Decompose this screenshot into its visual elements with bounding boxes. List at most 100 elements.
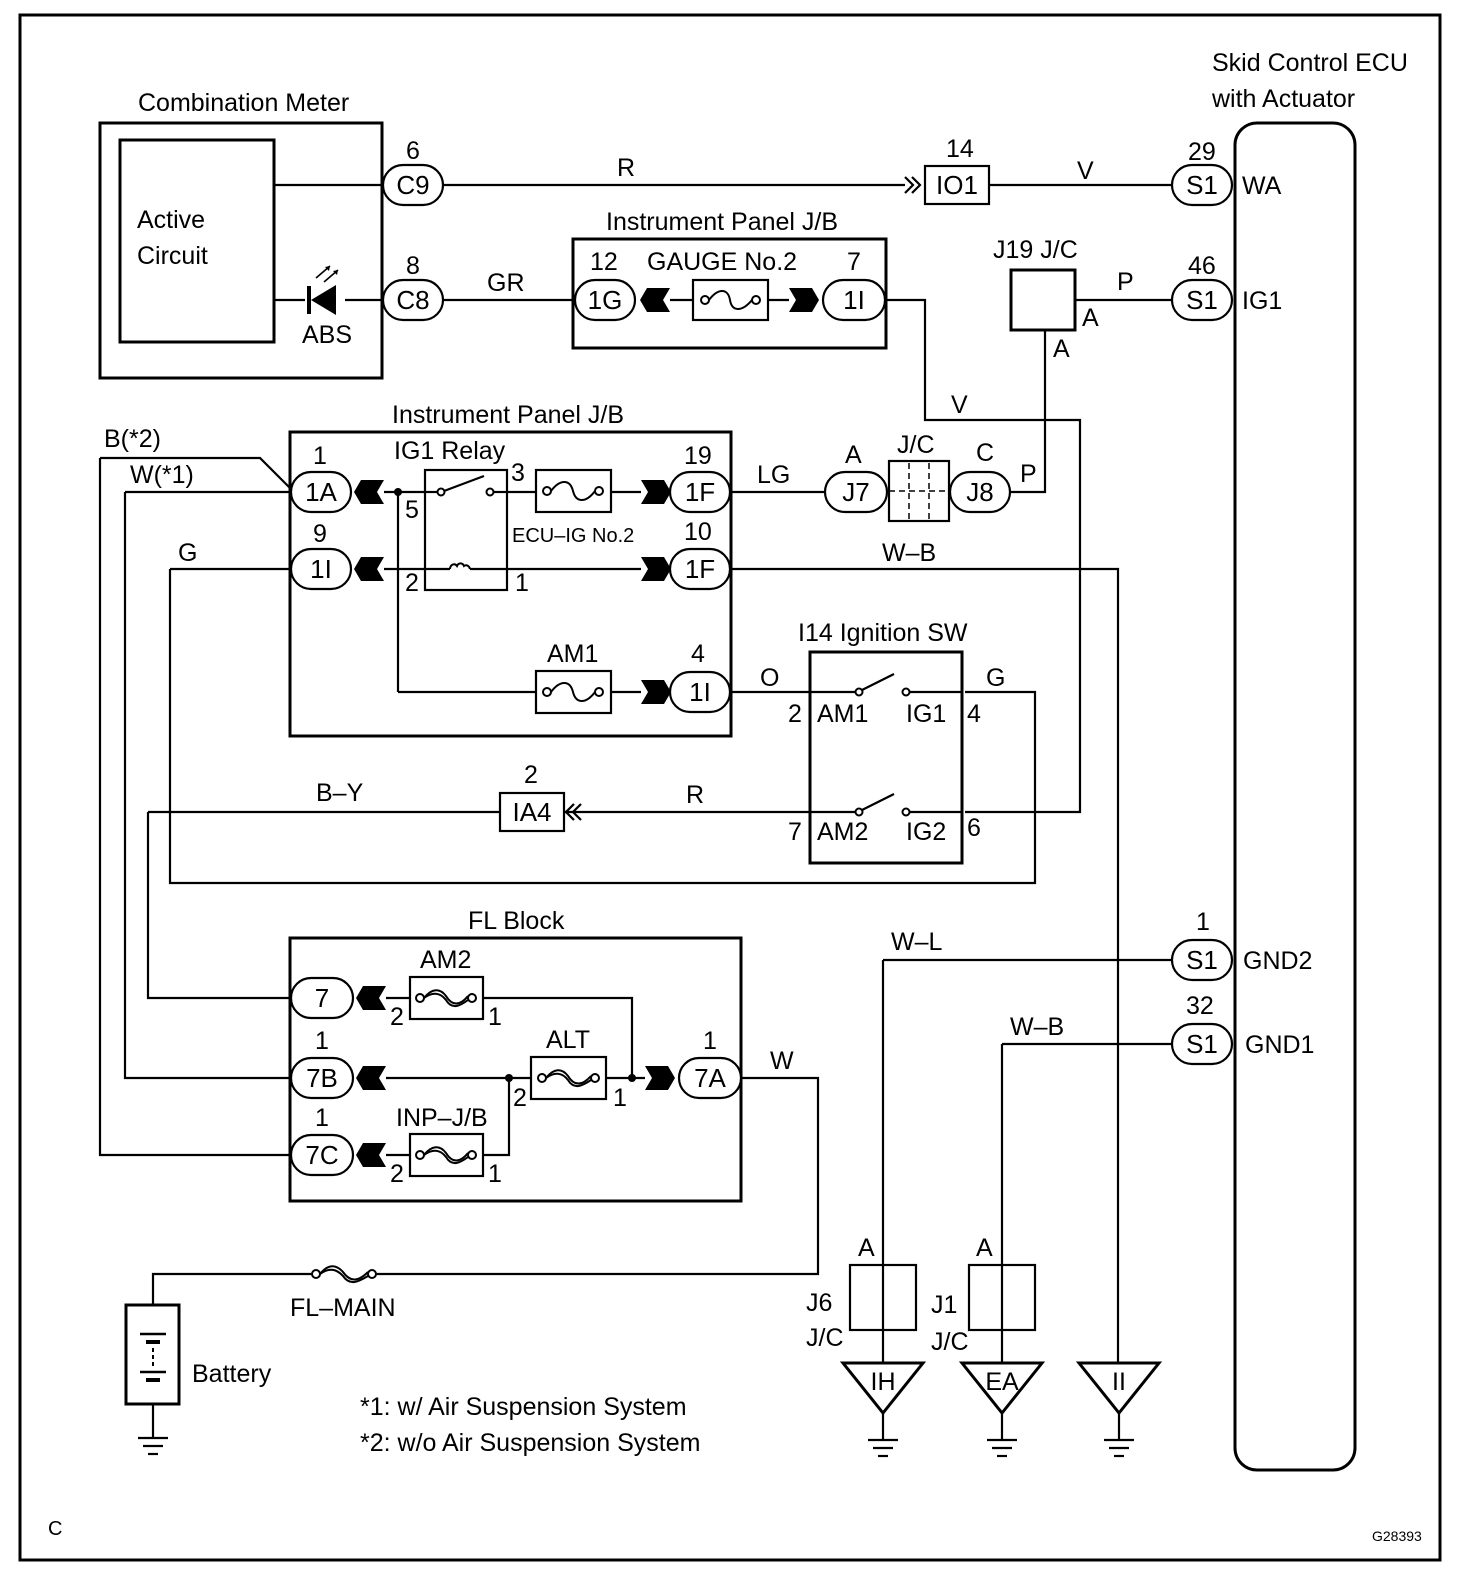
svg-text:7: 7	[847, 248, 861, 276]
ecu-terminal-wa: 29 S1 WA	[1170, 138, 1282, 207]
ground-ii: II	[1075, 1361, 1163, 1458]
ig1-relay-icon	[423, 468, 509, 592]
svg-text:C9: C9	[396, 170, 429, 200]
wire-label-v-mid: V	[951, 391, 968, 419]
svg-text:1F: 1F	[685, 554, 715, 584]
fl-block-label: FL Block	[468, 907, 565, 935]
note-2: *2: w/o Air Suspension System	[360, 1429, 700, 1457]
svg-text:4: 4	[691, 640, 705, 668]
svg-text:19: 19	[684, 442, 712, 470]
active-circuit-label-2: Circuit	[137, 242, 208, 270]
connector-c9: 6 C9	[381, 137, 445, 207]
svg-text:7: 7	[315, 983, 329, 1013]
svg-text:1: 1	[313, 442, 327, 470]
svg-text:S1: S1	[1186, 1029, 1218, 1059]
j1-jc-label: J/C	[931, 1328, 969, 1356]
svg-text:1: 1	[515, 569, 529, 597]
corner-letter: C	[48, 1518, 62, 1540]
svg-text:32: 32	[1186, 992, 1214, 1020]
wire-label-o: O	[760, 664, 779, 692]
instrument-panel-jb-main: Instrument Panel J/B IG1 Relay 1 1A 9 1I…	[288, 401, 733, 738]
battery-label: Battery	[192, 1360, 272, 1388]
svg-text:2: 2	[788, 700, 802, 728]
abs-warning-led-icon	[307, 265, 339, 315]
svg-text:A: A	[1053, 335, 1070, 363]
svg-text:1I: 1I	[689, 677, 711, 707]
svg-text:1I: 1I	[843, 285, 865, 315]
svg-text:1: 1	[488, 1003, 502, 1031]
signal-gnd2: GND2	[1243, 947, 1312, 975]
svg-text:2: 2	[390, 1003, 404, 1031]
signal-ig1: IG1	[1242, 287, 1282, 315]
connector-c8: 8 C8	[381, 252, 445, 322]
svg-text:2: 2	[405, 569, 419, 597]
ground-ea: EA	[958, 1361, 1046, 1458]
ground-icon	[868, 1438, 898, 1458]
svg-text:5: 5	[405, 496, 419, 524]
wire-label-v-top: V	[1077, 157, 1094, 185]
junction-j19: J19 J/C A A	[993, 236, 1099, 363]
ecu-terminal-gnd1: 32 S1 GND1	[1170, 992, 1314, 1066]
wire-label-g-sw: G	[986, 664, 1005, 692]
combination-meter-label: Combination Meter	[138, 89, 349, 117]
wire-label-w-fl: W	[770, 1047, 794, 1075]
wire-label-wl: W–L	[891, 928, 943, 956]
wire-label-lg: LG	[757, 461, 790, 489]
svg-text:1: 1	[1196, 908, 1210, 936]
connector-ia4: 2 IA4	[498, 761, 582, 833]
wire-label-g-left: G	[178, 539, 197, 567]
skid-control-ecu: Skid Control ECU with Actuator	[1211, 49, 1408, 1472]
svg-text:S1: S1	[1186, 285, 1218, 315]
junction-j1: A J1 J/C	[931, 1234, 1037, 1356]
wires	[98, 183, 1172, 1365]
wire-label-wb-gnd: W–B	[1010, 1013, 1064, 1041]
svg-text:10: 10	[684, 518, 712, 546]
svg-text:29: 29	[1188, 138, 1216, 166]
svg-text:9: 9	[313, 520, 327, 548]
ecu-terminal-ig1: 46 S1 IG1	[1170, 252, 1282, 322]
ground-ih: IH	[839, 1361, 927, 1458]
ip-jb-top-label: Instrument Panel J/B	[606, 208, 838, 236]
svg-text:1: 1	[613, 1084, 627, 1112]
ecu-title-2: with Actuator	[1211, 85, 1355, 113]
fl-block: FL Block 7 AM2 2 1 1 7B ALT	[288, 907, 743, 1203]
svg-text:1: 1	[315, 1027, 329, 1055]
svg-text:12: 12	[590, 248, 618, 276]
combination-meter: Combination Meter Active Circuit ABS	[98, 89, 384, 380]
ecu-ig-no2-fuse-icon	[534, 468, 613, 514]
wire-label-gr: GR	[487, 269, 525, 297]
junction-j7-j8: A J7 J/C C J8	[823, 431, 1012, 523]
wire-label-r-top: R	[617, 154, 635, 182]
svg-text:3: 3	[511, 459, 525, 487]
svg-text:46: 46	[1188, 252, 1216, 280]
svg-text:7A: 7A	[694, 1063, 726, 1093]
alt-fuse-label: ALT	[546, 1026, 590, 1054]
j6-jc-label: J/C	[806, 1324, 844, 1352]
svg-text:C8: C8	[396, 285, 429, 315]
am2-fuse-label: AM2	[420, 946, 471, 974]
svg-text:IA4: IA4	[512, 797, 551, 827]
wire-label-wb-mid: W–B	[882, 539, 936, 567]
svg-text:AM2: AM2	[817, 818, 868, 846]
ip-jb-main-label: Instrument Panel J/B	[392, 401, 624, 429]
wire-label-p-top: P	[1117, 268, 1134, 296]
svg-text:1: 1	[703, 1027, 717, 1055]
j1-label: J1	[931, 1291, 957, 1319]
svg-text:7: 7	[788, 818, 802, 846]
svg-text:S1: S1	[1186, 170, 1218, 200]
wire-label-w1: W(*1)	[130, 461, 194, 489]
ecu-terminal-gnd2: 1 S1 GND2	[1170, 908, 1312, 982]
alt-fuse-icon	[529, 1055, 608, 1101]
svg-text:7C: 7C	[305, 1140, 338, 1170]
svg-text:1G: 1G	[588, 285, 623, 315]
gauge-fuse-label: GAUGE No.2	[647, 248, 797, 276]
gauge-no2-fuse-icon	[691, 278, 770, 322]
ground-icon	[987, 1438, 1017, 1458]
svg-text:IG2: IG2	[906, 818, 946, 846]
svg-text:1: 1	[315, 1104, 329, 1132]
svg-text:1A: 1A	[305, 477, 337, 507]
svg-text:2: 2	[390, 1160, 404, 1188]
wire-label-r-sw: R	[686, 781, 704, 809]
fl-main-fuse-icon	[311, 1265, 377, 1283]
